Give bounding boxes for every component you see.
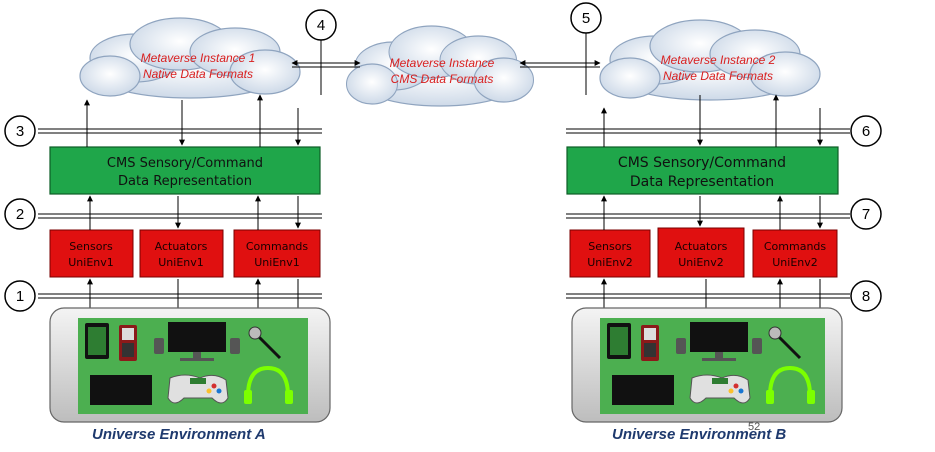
headphones-icon — [244, 365, 293, 404]
actuators-right-line2: UniEnv2 — [678, 256, 724, 269]
marker-2-label: 2 — [16, 206, 24, 223]
cloud-cms-line1: Metaverse Instance — [390, 56, 495, 70]
commands-box-right: Commands UniEnv2 — [752, 229, 838, 278]
marker-3-label: 3 — [16, 123, 24, 140]
gamepad-icon — [167, 374, 229, 404]
marker-8: 8 — [850, 280, 882, 312]
marker-6: 6 — [850, 115, 882, 147]
cloud-cms-line2: CMS Data Formats — [391, 72, 494, 86]
cms-right-line1: CMS Sensory/Command — [618, 155, 786, 171]
marker-5-label: 5 — [582, 10, 590, 27]
mobile-phone-icon — [641, 325, 659, 361]
cloud-1-line1: Metaverse Instance 1 — [141, 51, 256, 65]
marker-2: 2 — [4, 198, 36, 230]
speaker-icon — [154, 338, 240, 354]
microphone-icon — [248, 326, 282, 360]
commands-right-line2: UniEnv2 — [772, 256, 818, 269]
sensors-box-left: Sensors UniEnv1 — [49, 229, 134, 278]
microphone-icon — [768, 326, 802, 360]
cloud-2-line1: Metaverse Instance 2 — [661, 53, 776, 67]
cloud-metaverse-instance-1: Metaverse Instance 1 Native Data Formats — [79, 17, 301, 99]
cms-left-line1: CMS Sensory/Command — [107, 156, 263, 171]
cloud-1-line2: Native Data Formats — [143, 67, 253, 81]
gamepad-icon — [689, 374, 751, 404]
commands-left-line2: UniEnv1 — [254, 256, 300, 269]
marker-7-label: 7 — [862, 206, 870, 223]
sensors-right-line2: UniEnv2 — [587, 256, 633, 269]
marker-7: 7 — [850, 198, 882, 230]
cms-right-line2: Data Representation — [630, 174, 774, 190]
monitor-icon — [690, 322, 748, 361]
sensors-box-right: Sensors UniEnv2 — [569, 229, 651, 278]
page-number: 52 — [748, 421, 761, 433]
cloud-2-line2: Native Data Formats — [663, 69, 773, 83]
marker-3: 3 — [4, 115, 36, 147]
commands-box-left: Commands UniEnv1 — [233, 229, 321, 278]
headphones-icon — [766, 365, 815, 404]
speaker-icon — [676, 338, 762, 354]
actuators-right-line1: Actuators — [675, 240, 728, 253]
marker-5: 5 — [570, 2, 602, 34]
cms-box-left: CMS Sensory/Command Data Representation — [49, 146, 321, 195]
marker-4-label: 4 — [317, 17, 325, 34]
mobile-phone-icon — [119, 325, 137, 361]
env-label-b: Universe Environment B — [612, 426, 787, 443]
device-panel-left — [49, 307, 331, 423]
actuators-box-left: Actuators UniEnv1 — [139, 229, 224, 278]
cloud-metaverse-instance-cms: Metaverse Instance CMS Data Formats — [345, 25, 535, 107]
marker-1-label: 1 — [16, 288, 24, 305]
arrows-left — [84, 94, 301, 318]
commands-left-line1: Commands — [246, 240, 309, 253]
sensors-left-line1: Sensors — [69, 240, 113, 253]
cms-left-line2: Data Representation — [118, 174, 252, 189]
tablet-icon — [85, 323, 109, 359]
device-panel-right — [571, 307, 843, 423]
cloud-metaverse-instance-2: Metaverse Instance 2 Native Data Formats — [599, 19, 821, 101]
marker-6-label: 6 — [862, 123, 870, 140]
interface-bars — [38, 128, 850, 299]
marker-1: 1 — [4, 280, 36, 312]
sensors-right-line1: Sensors — [588, 240, 632, 253]
cms-box-right: CMS Sensory/Command Data Representation — [566, 146, 839, 195]
display-icon — [612, 375, 674, 405]
tablet-icon — [607, 323, 631, 359]
cloud-connectors — [291, 25, 601, 95]
marker-8-label: 8 — [862, 288, 870, 305]
commands-right-line1: Commands — [764, 240, 827, 253]
actuators-box-right: Actuators UniEnv2 — [657, 227, 745, 278]
marker-4: 4 — [305, 9, 337, 41]
actuators-left-line2: UniEnv1 — [158, 256, 204, 269]
sensors-left-line2: UniEnv1 — [68, 256, 114, 269]
actuators-left-line1: Actuators — [155, 240, 208, 253]
display-icon — [90, 375, 152, 405]
monitor-icon — [168, 322, 226, 361]
env-label-a: Universe Environment A — [92, 426, 266, 443]
